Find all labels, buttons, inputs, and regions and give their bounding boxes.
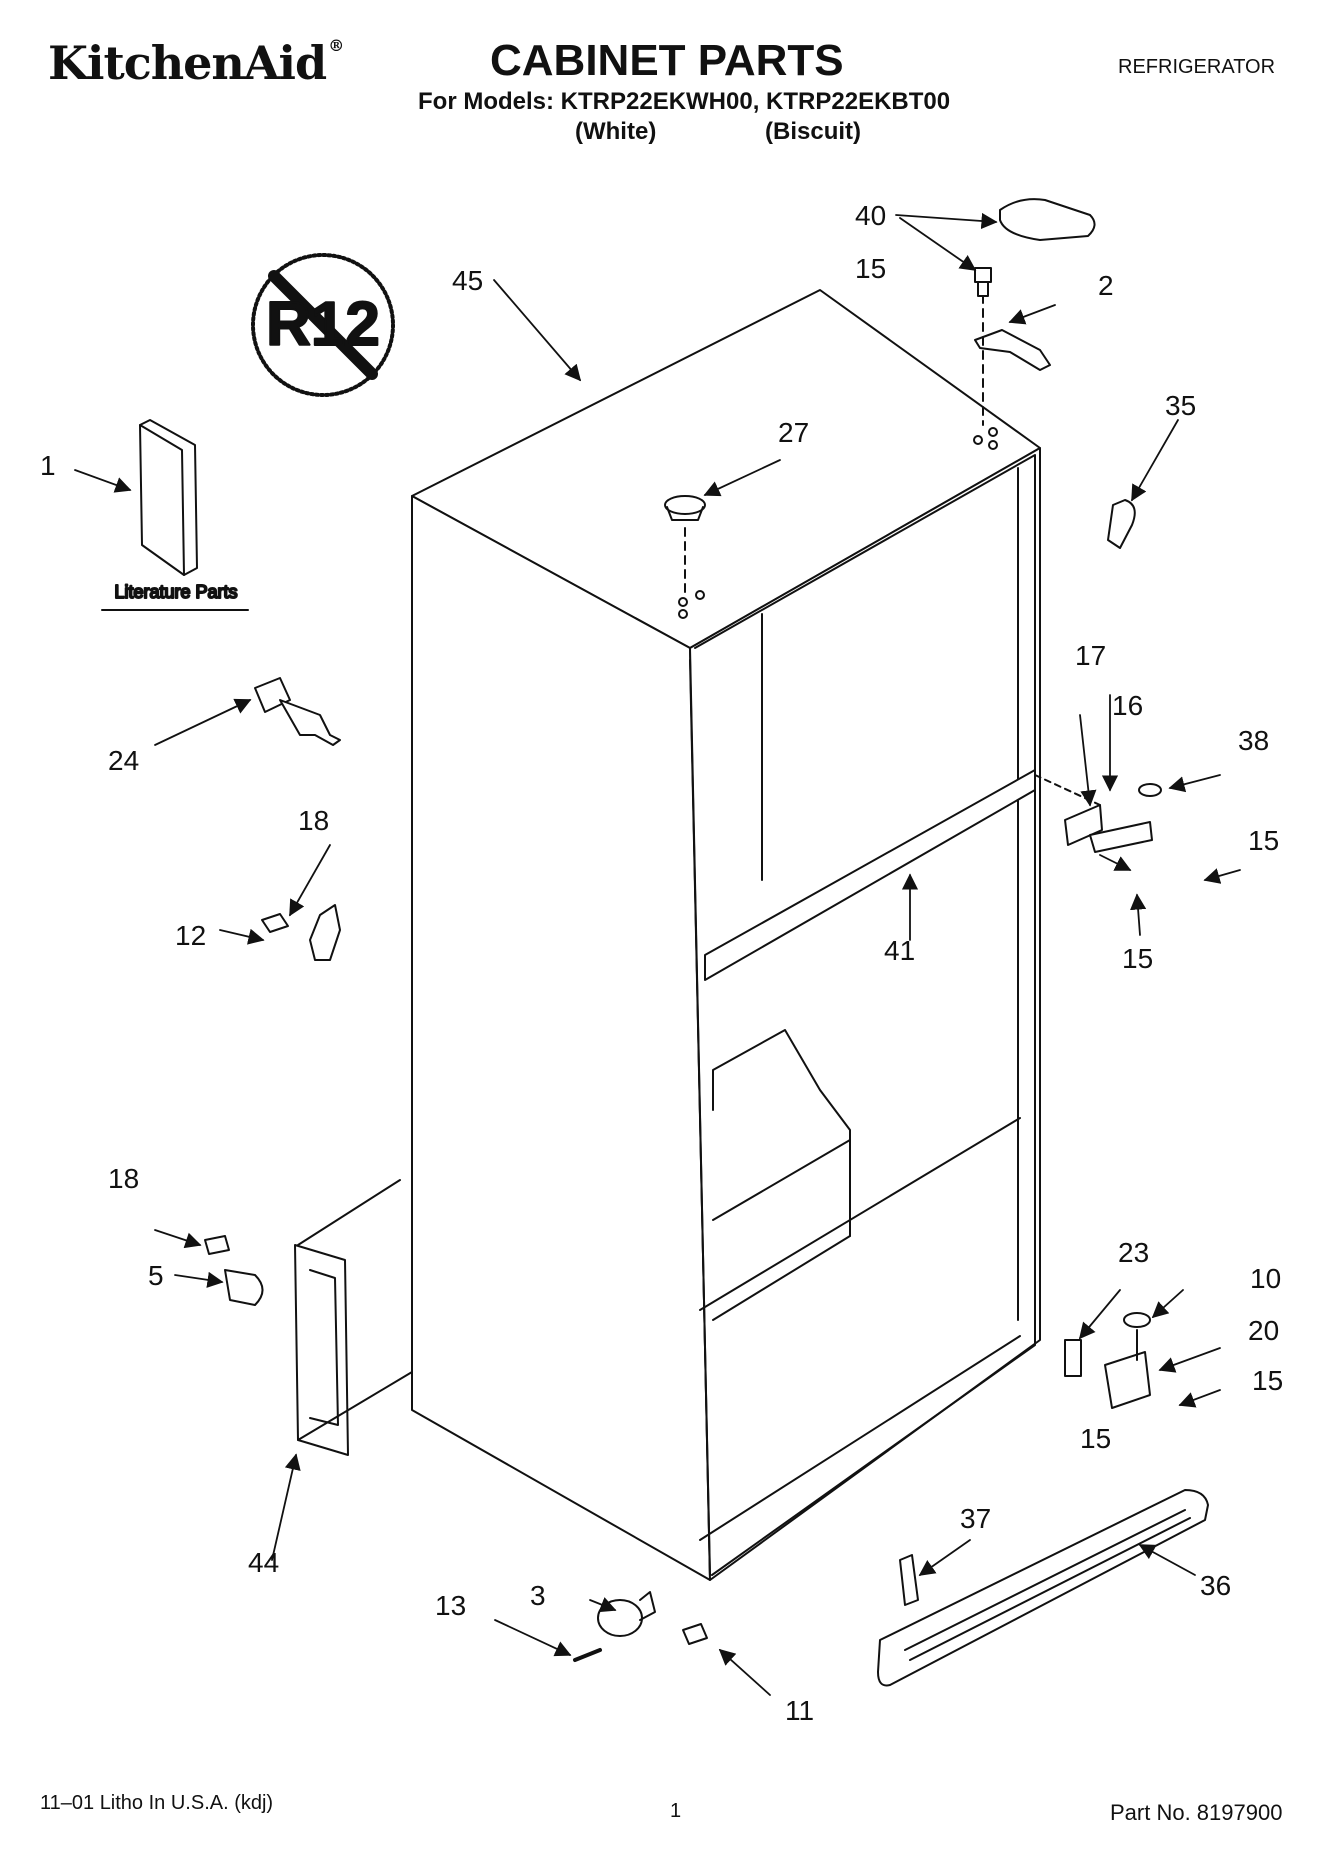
callout-label: 20	[1248, 1315, 1279, 1346]
bottom-hinge-part	[1064, 1312, 1151, 1409]
callout-label: 11	[785, 1695, 814, 1726]
callout-numbers: 1 2 3 5 10 11 12 13 15 15 15 15 15 16 17…	[40, 200, 1283, 1726]
callout-label: 15	[855, 253, 886, 284]
no-r12-symbol	[251, 253, 395, 397]
callout-label: 44	[248, 1547, 279, 1578]
top-hinge-part	[974, 267, 1051, 426]
door-stop-part	[254, 677, 341, 746]
variant-biscuit: (Biscuit)	[765, 118, 861, 145]
callout-label: 13	[435, 1590, 466, 1621]
callout-label: 16	[1112, 690, 1143, 721]
callout-label: 23	[1118, 1237, 1149, 1268]
callout-label: 36	[1200, 1570, 1231, 1601]
callout-label: 3	[530, 1580, 546, 1611]
hinge-clip-part	[204, 1235, 264, 1306]
top-hinge-cover-part	[999, 198, 1096, 241]
leader-arrows	[74, 212, 1241, 1696]
screw-part	[573, 1623, 708, 1662]
hinge-trim-part	[1107, 499, 1136, 549]
callout-label: 18	[108, 1163, 139, 1194]
center-hinge-part	[1034, 774, 1162, 853]
callout-label: 37	[960, 1503, 991, 1534]
divider-rail	[704, 769, 1036, 981]
door-stop-bracket-part	[261, 904, 341, 961]
callout-label: 10	[1250, 1263, 1281, 1294]
no-r12-text: R12	[266, 290, 380, 359]
callout-label: 15	[1080, 1423, 1111, 1454]
callout-label: 15	[1248, 825, 1279, 856]
callout-label: 18	[298, 805, 329, 836]
page-title: CABINET PARTS	[490, 36, 844, 85]
appliance-type: REFRIGERATOR	[1118, 56, 1276, 78]
base-grille-part	[877, 1489, 1209, 1687]
callout-label: 15	[1252, 1365, 1283, 1396]
callout-label: 12	[175, 920, 206, 951]
part-number: Part No. 8197900	[1110, 1800, 1283, 1825]
mounting-holes	[678, 427, 998, 619]
refrigerator-cabinet	[411, 289, 1041, 1581]
callout-label: 27	[778, 417, 809, 448]
brand-logo: KitchenAid®	[48, 36, 344, 90]
variant-white: (White)	[575, 118, 657, 145]
callout-label: 35	[1165, 390, 1196, 421]
callout-label: 40	[855, 200, 886, 231]
callout-label: 1	[40, 450, 56, 481]
grille-clip-part	[899, 1554, 919, 1606]
callout-label: 2	[1098, 270, 1114, 301]
callout-label: 24	[108, 745, 139, 776]
literature-label: Literature Parts	[114, 582, 237, 602]
cabinet-plug-part	[664, 495, 706, 599]
models-line: For Models: KTRP22EKWH00, KTRP22EKBT00	[418, 88, 951, 115]
callout-label: 17	[1075, 640, 1106, 671]
callout-label: 41	[884, 935, 915, 966]
literature-booklet	[139, 419, 198, 576]
callout-label: 15	[1122, 943, 1153, 974]
roller-leveler-part	[597, 1591, 656, 1637]
print-info: 11–01 Litho In U.S.A. (kdj)	[40, 1792, 274, 1814]
lower-hinge-bracket-part	[294, 1179, 413, 1456]
callout-label: 5	[148, 1260, 164, 1291]
page-number: 1	[670, 1800, 682, 1822]
callout-label: 38	[1238, 725, 1269, 756]
callout-label: 45	[452, 265, 483, 296]
